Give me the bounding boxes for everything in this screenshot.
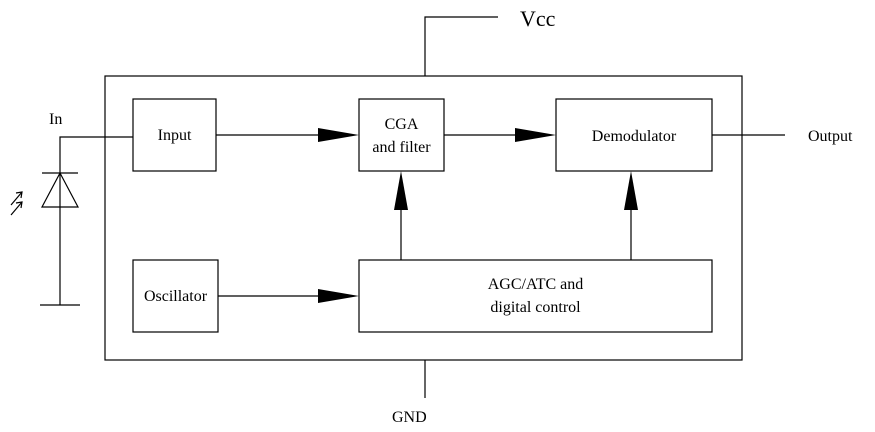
cga-label-line1: CGA [385,116,419,133]
cga-to-demod-arrow [515,128,556,142]
in-label: In [49,111,62,128]
input-block [132,98,217,172]
cga-label-line2: and filter [372,139,431,156]
agc-label-line2: digital control [490,299,581,316]
oscillator-block [132,259,219,333]
agc-to-demod-arrow [624,171,638,210]
cga-filter-block [358,98,445,172]
vcc-label: Vcc [520,6,556,31]
agc-control-block [358,259,713,333]
input-label: Input [158,127,192,144]
agc-label-line1: AGC/ATC and [488,276,584,293]
demodulator-block [555,98,713,172]
oscillator-label: Oscillator [144,288,208,305]
demodulator-label: Demodulator [592,128,677,145]
output-label: Output [808,128,853,145]
osc-to-agc-arrow [318,289,359,303]
vcc-line [424,16,498,76]
photodiode-icon [10,136,133,306]
agc-to-cga-arrow [394,171,408,210]
gnd-label: GND [392,409,427,426]
input-to-cga-arrow [318,128,359,142]
